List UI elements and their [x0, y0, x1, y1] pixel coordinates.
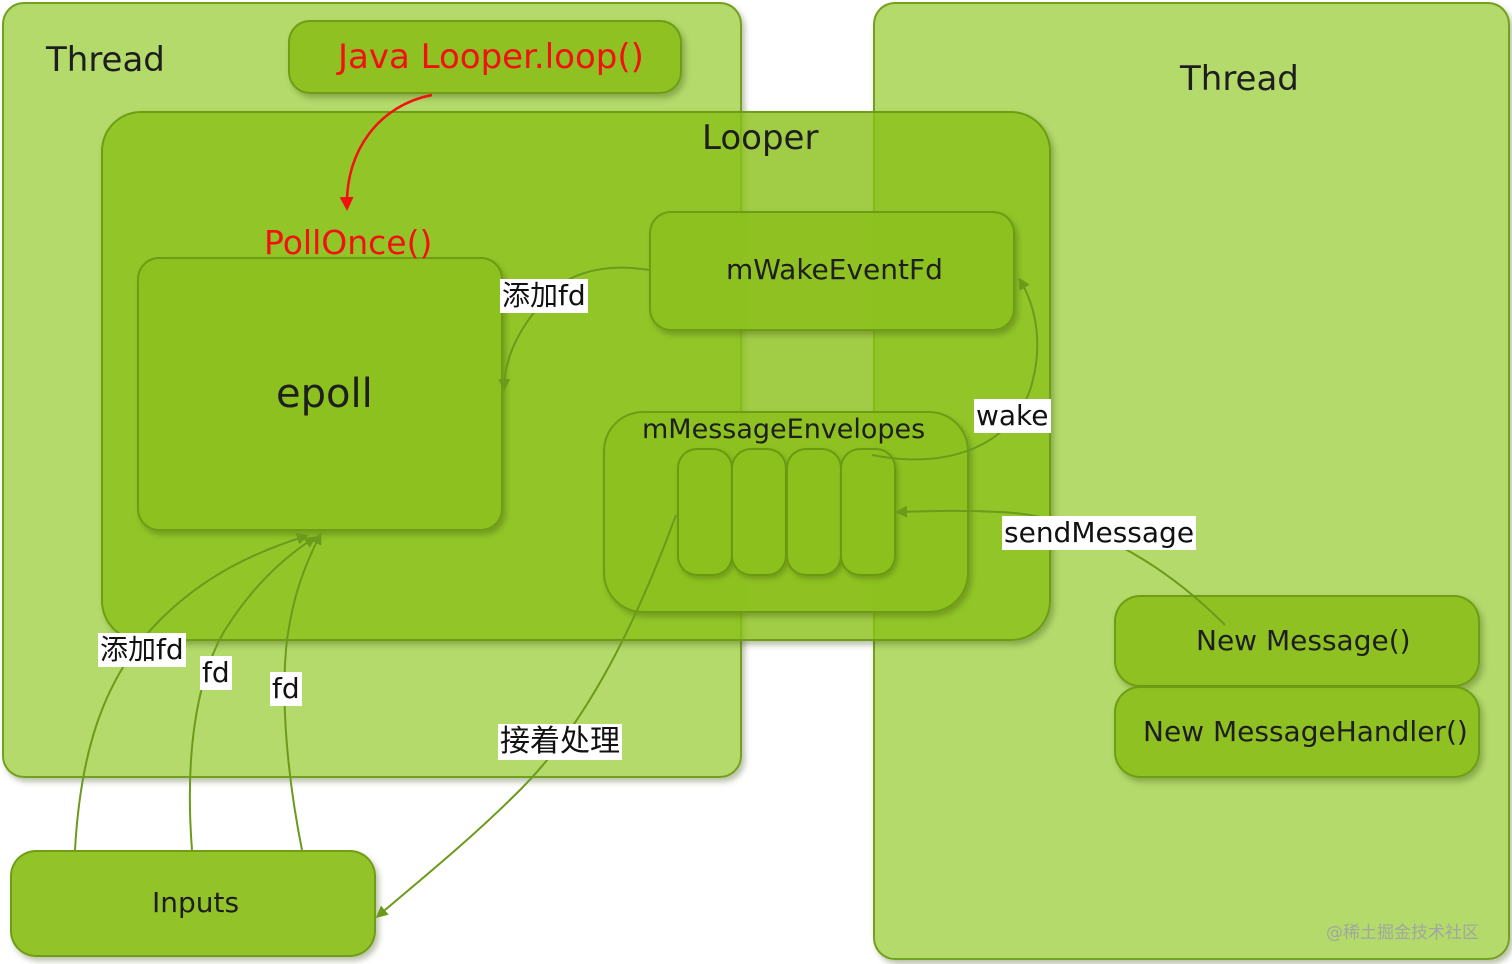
add-fd-label-top: 添加fd — [500, 279, 588, 313]
send-message-label: sendMessage — [1002, 516, 1197, 550]
inputs-label: Inputs — [152, 886, 240, 919]
message-envelope-slot — [731, 448, 787, 576]
epoll-label: epoll — [276, 371, 373, 417]
then-process-label: 接着处理 — [498, 724, 622, 760]
right-thread-label: Thread — [1180, 59, 1299, 99]
message-envelope-slot — [677, 448, 733, 576]
looper-label: Looper — [702, 118, 819, 158]
message-envelope-slot — [786, 448, 842, 576]
epoll-node — [137, 257, 503, 531]
inputs-node — [10, 850, 376, 957]
fd-label-1: fd — [200, 656, 232, 690]
new-message-handler-node — [1114, 686, 1480, 778]
new-message-handler-label: New MessageHandler() — [1143, 715, 1468, 748]
fd-label-2: fd — [270, 672, 302, 706]
poll-once-label: PollOnce() — [264, 223, 433, 262]
new-message-label: New Message() — [1196, 624, 1411, 657]
add-fd-label-bottom: 添加fd — [98, 633, 186, 667]
left-thread-label: Thread — [46, 40, 165, 80]
wake-label: wake — [974, 399, 1051, 433]
java-looper-loop-node — [288, 20, 682, 94]
wake-event-fd-label: mWakeEventFd — [726, 253, 943, 286]
message-envelope-slot — [840, 448, 896, 576]
watermark: @稀土掘金技术社区 — [1326, 923, 1479, 943]
java-looper-loop-label: Java Looper.loop() — [338, 37, 644, 77]
message-envelopes-label: mMessageEnvelopes — [642, 414, 926, 445]
